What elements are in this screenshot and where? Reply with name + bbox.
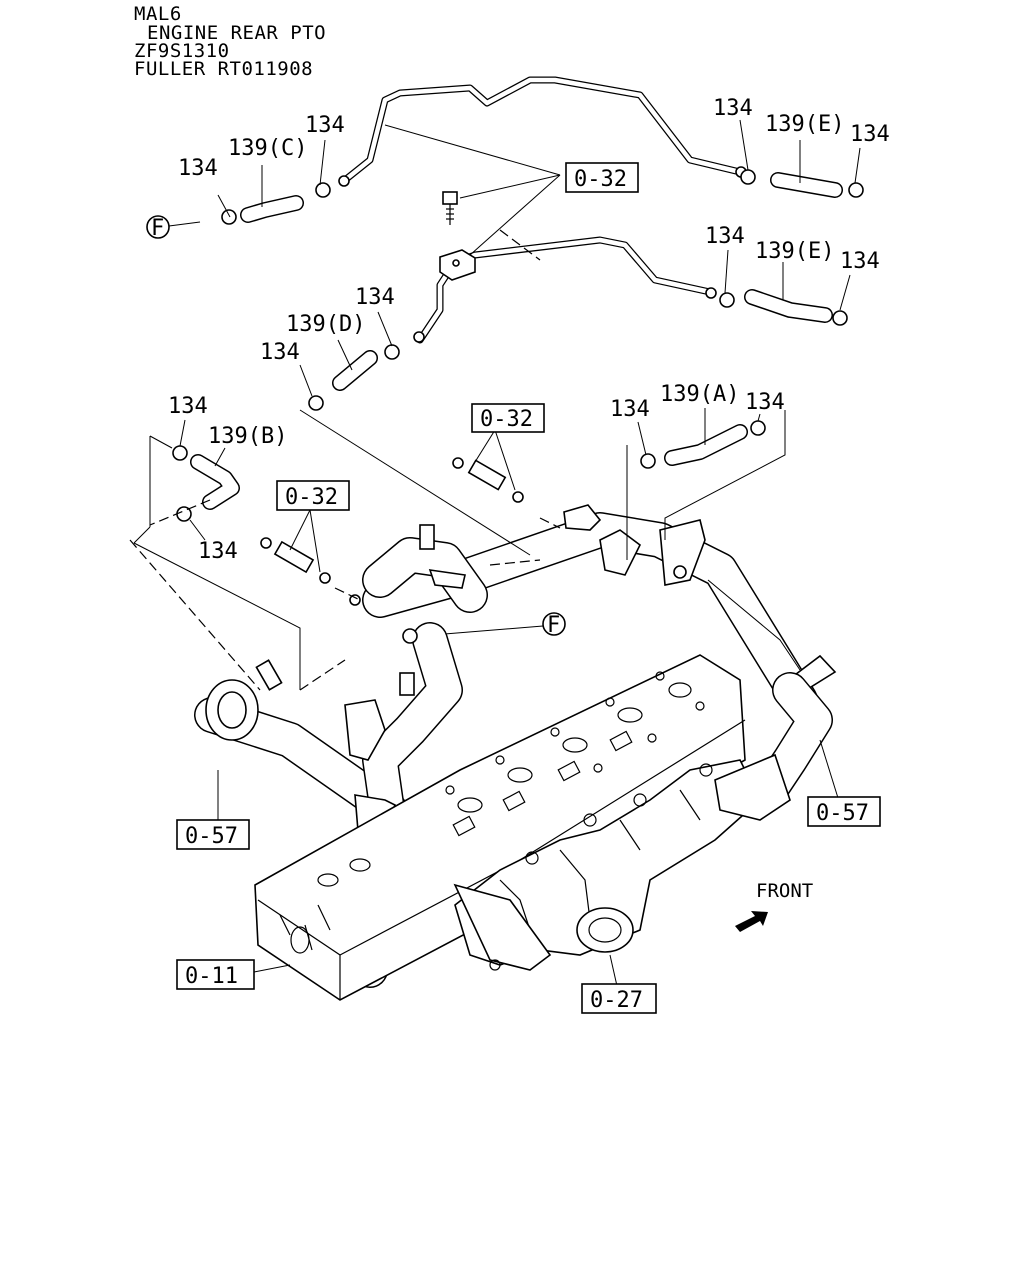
clamp (172, 169, 864, 522)
ref-box-manifold: 0-27 (581, 983, 657, 1014)
label-clamp: 134 (713, 96, 753, 121)
label-hose-e-upper: 139(E) (765, 112, 844, 137)
turbo-elbow (714, 672, 833, 821)
label-clamp: 134 (168, 394, 208, 419)
label-hose-b: 139(B) (208, 424, 287, 449)
hose-139c (240, 195, 304, 223)
hose-139e-upper (770, 172, 843, 198)
cylinder-head (254, 654, 746, 1001)
label-hose-c: 139(C) (228, 136, 307, 161)
ref-label: 0-11 (185, 964, 238, 989)
connector-f-label: F (547, 613, 560, 638)
ref-box-pipe-left: 0-32 (276, 480, 350, 511)
label-hose-e-lower: 139(E) (755, 239, 834, 264)
ref-box-pipe-top: 0-32 (565, 162, 639, 193)
hose-139a (664, 424, 748, 466)
ref-label: 0-27 (590, 988, 643, 1013)
header-model: MAL6 (134, 3, 182, 25)
ref-label: 0-57 (816, 801, 869, 826)
ref-box-turbo-left: 0-57 (176, 819, 250, 850)
upper-pipe (338, 76, 747, 187)
ref-label: 0-32 (574, 167, 627, 192)
front-label: FRONT (756, 880, 813, 902)
connector-pipe (260, 457, 524, 584)
ref-label: 0-57 (185, 824, 238, 849)
label-clamp: 134 (198, 539, 238, 564)
label-clamp: 134 (260, 340, 300, 365)
label-clamp: 134 (840, 249, 880, 274)
connector-f-label: F (151, 216, 164, 241)
hose-139d (332, 350, 378, 391)
label-hose-a: 139(A) (660, 382, 739, 407)
header-engine: ENGINE REAR PTO (147, 22, 326, 44)
label-clamp: 134 (745, 390, 785, 415)
connector-f-left: F (146, 215, 201, 241)
ref-box-pipe-middle: 0-32 (471, 403, 545, 433)
lower-pipe (413, 236, 717, 344)
label-clamp: 134 (305, 113, 345, 138)
label-clamp: 134 (850, 122, 890, 147)
front-arrow-icon (735, 911, 768, 932)
exhaust-manifold (453, 759, 761, 971)
label-hose-d: 139(D) (286, 312, 365, 337)
label-clamp: 134 (178, 156, 218, 181)
label-clamp: 134 (610, 397, 650, 422)
ref-box-turbo-right: 0-57 (807, 796, 881, 827)
ref-label: 0-32 (480, 407, 533, 432)
leader-lines (129, 119, 861, 987)
part-labels: 134 139(C) 134 134 139(E) 134 134 139(E)… (168, 96, 890, 564)
bolt (442, 191, 458, 225)
header-transmission-1: ZF9S1310 (134, 40, 230, 62)
label-clamp: 134 (705, 224, 745, 249)
label-clamp: 134 (355, 285, 395, 310)
hose-139b (190, 454, 240, 510)
hose-139e-lower (744, 289, 833, 323)
header-transmission-2: FULLER RT011908 (134, 58, 313, 80)
ref-label: 0-32 (285, 485, 338, 510)
connector-f-right: F (419, 612, 566, 638)
ref-box-cylinder-head: 0-11 (176, 959, 255, 990)
front-indicator: FRONT (735, 880, 813, 932)
